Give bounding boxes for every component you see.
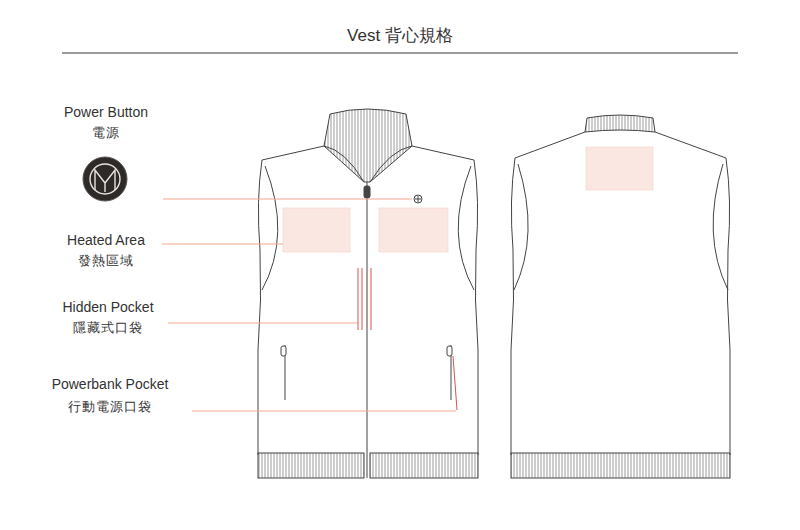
part-label: 發熱區域 (78, 253, 134, 269)
leader-line (162, 199, 456, 411)
part-label: Power Button (64, 104, 148, 121)
heated-area (283, 208, 350, 252)
part-label: 電源 (92, 125, 120, 141)
powerbank-pocket (453, 356, 457, 410)
part-label: 行動電源口袋 (68, 399, 152, 415)
heated-area (586, 147, 653, 190)
vest-back (511, 115, 730, 478)
title-rule (62, 53, 738, 54)
diagram-title: Vest 背心規格 (347, 26, 453, 46)
vest-front (258, 109, 478, 478)
power-icon (83, 157, 127, 201)
part-label: Heated Area (67, 232, 145, 249)
part-label: Powerbank Pocket (52, 376, 169, 393)
part-label: Hidden Pocket (62, 299, 153, 316)
part-label: 隱藏式口袋 (73, 320, 143, 336)
hidden-pocket (358, 268, 371, 330)
heated-area (379, 208, 448, 252)
